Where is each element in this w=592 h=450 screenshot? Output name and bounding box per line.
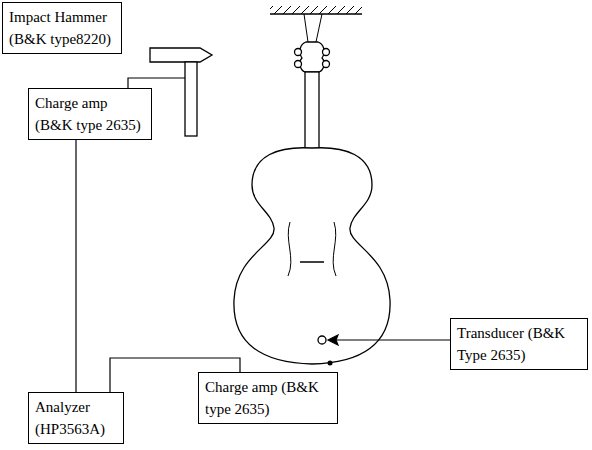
box-label: Impact Hammer (B&K type8220): [9, 6, 115, 50]
box-label: Charge amp (B&K type 2635): [35, 92, 145, 136]
transducer-point: [318, 336, 326, 344]
signal-cable: [75, 140, 76, 392]
amplifier-box: Charge amp (B&K type 2635): [28, 88, 152, 140]
amplifier-box: Charge amp (B&K type 2635): [198, 372, 338, 424]
box-label: Transducer (B&K Type 2635): [457, 322, 581, 366]
suspension-string: [304, 14, 322, 42]
end-pin: [328, 361, 333, 366]
label-box: Impact Hammer (B&K type8220): [2, 2, 122, 54]
hammer-cable: [128, 78, 185, 88]
transducer-box: Transducer (B&K Type 2635): [450, 318, 588, 370]
violin: [234, 42, 390, 364]
leader-arrow: [328, 335, 450, 345]
ceiling: [270, 6, 362, 14]
impact-hammer: [150, 48, 212, 136]
analyzer-box: Analyzer (HP3563A): [28, 392, 124, 444]
box-label: Charge amp (B&K type 2635): [205, 376, 331, 420]
box-label: Analyzer (HP3563A): [35, 396, 117, 440]
